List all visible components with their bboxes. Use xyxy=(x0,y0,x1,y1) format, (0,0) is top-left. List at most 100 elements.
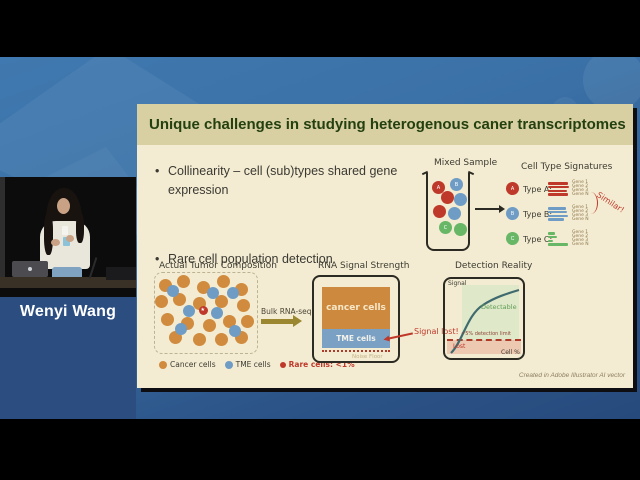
signatures-label: Cell Type Signatures xyxy=(521,162,613,172)
tumor-cell xyxy=(241,315,254,328)
detection-curve xyxy=(450,288,520,354)
tme-cells-block: TME cells xyxy=(322,329,390,348)
gene-label: Gene N xyxy=(572,241,589,247)
sample-cell xyxy=(454,193,467,206)
gene-bar xyxy=(548,182,568,185)
sample-cell xyxy=(441,191,454,204)
stream-background: Wenyi Wang Unique challenges in studying… xyxy=(0,57,640,419)
detection-chart: Signal Detectable ~5% detection limit Lo… xyxy=(443,277,525,360)
speaker-hair xyxy=(44,213,53,255)
sample-cell xyxy=(433,205,446,218)
gene-bar xyxy=(548,232,555,235)
sample-cell: A xyxy=(432,181,445,194)
cancer-cells-block: cancer cells xyxy=(322,287,390,329)
legend-item-tme: TME cells xyxy=(224,360,271,369)
legend-label: TME cells xyxy=(235,360,271,369)
cancer-dot-icon xyxy=(159,360,167,369)
type-circle: C xyxy=(506,232,519,245)
y-axis-label: Signal xyxy=(448,280,467,287)
sample-cell: B xyxy=(450,178,463,191)
gene-bars xyxy=(548,207,568,222)
type-label: Type C: xyxy=(523,235,553,244)
bullet-list: Collinearity – cell (sub)types shared ge… xyxy=(153,162,403,269)
speaker-video xyxy=(0,177,136,297)
tumor-cell xyxy=(237,299,250,312)
similar-brace xyxy=(588,192,598,214)
gene-bar xyxy=(548,189,567,193)
tumor-cell xyxy=(227,287,239,299)
tumor-cell xyxy=(215,295,228,308)
gene-label: Gene 1 xyxy=(572,230,589,235)
legend-label: Rare cells: <1% xyxy=(288,360,355,369)
gene-label: Gene 3 xyxy=(572,237,589,243)
type-circle: B xyxy=(506,207,519,220)
podium-top xyxy=(0,277,136,288)
laptop-logo-icon xyxy=(28,267,32,271)
speaker-badge xyxy=(63,237,70,246)
curtain xyxy=(0,177,5,287)
tumor-cell xyxy=(193,333,206,346)
slide-title-banner: Unique challenges in studying heterogeno… xyxy=(137,104,633,145)
type-label: Type B: xyxy=(523,210,553,219)
tumor-cell xyxy=(173,293,186,306)
detectable-label: Detectable xyxy=(481,303,517,311)
type-label: Type A: xyxy=(523,185,552,194)
background-circle xyxy=(583,57,640,111)
letterbox-bottom xyxy=(0,419,640,480)
gene-label: Gene 2 xyxy=(572,233,589,239)
speaker-hair xyxy=(76,213,84,243)
type-circle: A xyxy=(506,182,519,195)
gene-bars xyxy=(548,182,569,197)
gene-bar xyxy=(548,185,569,189)
x-axis-label: Cell % xyxy=(501,349,520,356)
speaker-hand xyxy=(51,239,60,246)
legend-item-rare: Rare cells: <1% xyxy=(279,360,355,369)
legend-item-cancer: Cancer cells xyxy=(159,360,216,369)
sample-cell xyxy=(454,223,467,236)
mixed-sample-label: Mixed Sample xyxy=(434,158,498,168)
gene-label: Gene 1 xyxy=(572,180,589,185)
slide-caption: Created in Adobe Illustrator AI vector xyxy=(518,372,625,379)
tumor-cell xyxy=(167,285,179,297)
tumor-cell xyxy=(207,287,219,299)
sample-cell: C xyxy=(439,221,452,234)
legend-label: Cancer cells xyxy=(170,360,216,369)
letterbox-top xyxy=(0,0,640,57)
bulk-rnaseq-label: Bulk RNA-seq xyxy=(261,307,312,316)
gene-bar xyxy=(548,207,566,210)
bullet-item: Collinearity – cell (sub)types shared ge… xyxy=(153,162,403,200)
tumor-cell xyxy=(197,281,210,294)
gene-label: Gene N xyxy=(572,216,589,222)
tme-dot-icon xyxy=(224,360,233,369)
rare-dot-icon xyxy=(279,361,286,368)
podium-front xyxy=(0,288,136,297)
rare-star-icon: ★ xyxy=(200,307,205,313)
speaker-face xyxy=(57,198,70,214)
tumor-cell xyxy=(229,325,241,337)
gene-bar xyxy=(548,239,553,243)
rare-cell: ★ xyxy=(199,306,208,315)
gene-bar xyxy=(548,193,568,196)
detection-limit-line xyxy=(447,339,521,341)
arrow-head-icon xyxy=(499,205,505,213)
speaker-cup xyxy=(62,226,68,235)
gene-label: Gene 3 xyxy=(572,212,589,218)
tumor-cell xyxy=(223,315,236,328)
sample-cell xyxy=(448,207,461,220)
gene-bar xyxy=(548,243,568,246)
lost-region xyxy=(447,340,521,354)
gene-label: Gene 2 xyxy=(572,208,589,214)
gene-label: Gene 1 xyxy=(572,205,589,210)
tumor-cell xyxy=(155,295,168,308)
detection-label: Detection Reality xyxy=(455,261,533,271)
tumor-label: Actual Tumor Composition xyxy=(159,261,277,271)
speaker-nameplate: Wenyi Wang xyxy=(0,297,136,419)
gene-label: Gene 3 xyxy=(572,187,589,193)
